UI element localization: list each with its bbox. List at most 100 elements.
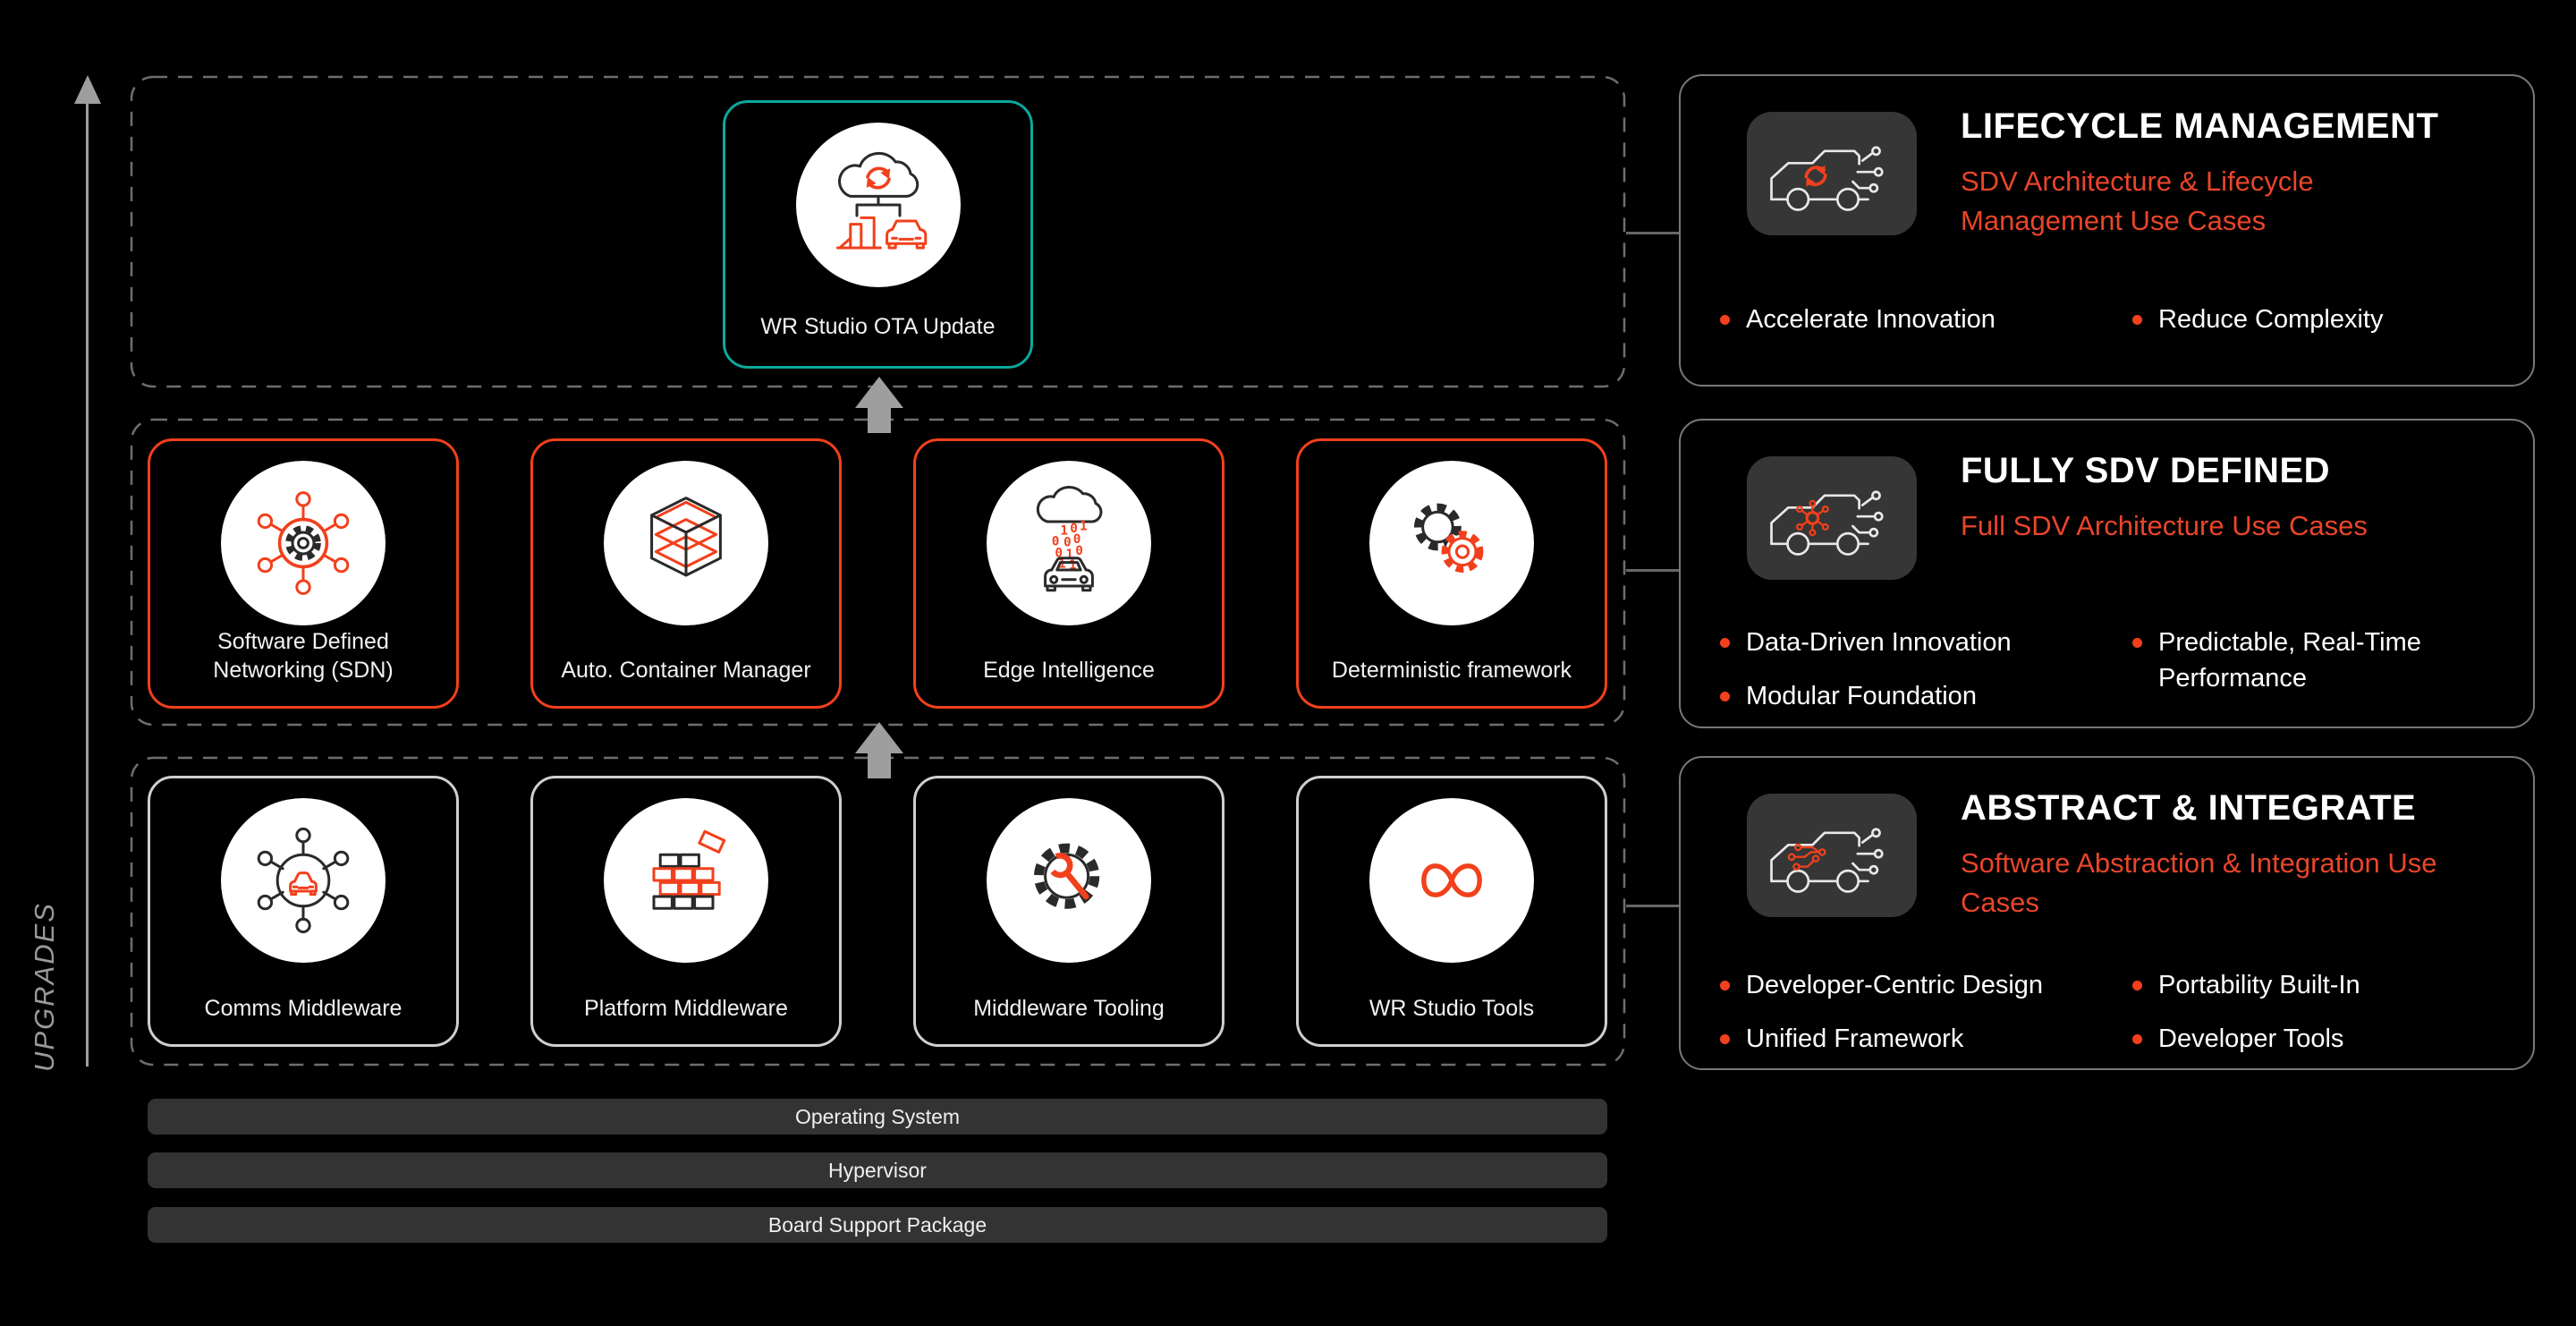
card-label: Comms Middleware (204, 996, 402, 1021)
connector-middle-panel (1626, 569, 1679, 572)
bullet-text: Data-Driven Innovation (1746, 628, 2012, 657)
car-sdv-network-icon (1770, 490, 1884, 556)
icon-circle (604, 461, 768, 625)
bullet-text: Developer Tools (2158, 1024, 2344, 1053)
icon-circle (221, 461, 386, 625)
bullet-column-2: Portability Built-In Developer Tools (2132, 967, 2490, 1075)
car-network-icon (257, 827, 350, 934)
panel-abstract-integrate: ABSTRACT & INTEGRATE Software Abstractio… (1679, 756, 2535, 1070)
card-wr-studio-tools: WR Studio Tools (1296, 776, 1607, 1047)
card-label: Middleware Tooling (973, 996, 1165, 1021)
panel-subtitle: SDV Architecture & Lifecycle Management … (1961, 166, 2314, 236)
panel-title: ABSTRACT & INTEGRATE (1961, 788, 2417, 828)
bullet-text: Developer-Centric Design (1746, 971, 2044, 999)
bullet-dot (1720, 692, 1730, 701)
network-hub-gear-icon (257, 491, 350, 595)
svg-text:1: 1 (1065, 548, 1073, 562)
icon-circle (795, 123, 961, 287)
bullet-dot (2132, 1034, 2142, 1044)
icon-circle (604, 798, 768, 963)
card-label: Edge Intelligence (983, 658, 1155, 683)
card-label: Auto. Container Manager (561, 658, 811, 683)
bullet-item: Portability Built-In (2132, 967, 2490, 1003)
card-label: WR Studio OTA Update (760, 314, 996, 339)
svg-text:0: 0 (1052, 534, 1060, 548)
svg-text:0: 0 (1075, 544, 1083, 558)
bullet-column-2: Predictable, Real-Time Performance (2132, 625, 2490, 714)
bullet-column-2: Reduce Complexity (2132, 302, 2490, 355)
bullet-dot (2132, 315, 2142, 325)
icon-circle (221, 798, 386, 963)
bullet-dot (1720, 981, 1730, 990)
bullet-column-1: Accelerate Innovation (1720, 302, 2118, 355)
bullet-text: Accelerate Innovation (1746, 305, 1996, 334)
bullet-item: Unified Framework (1720, 1021, 2118, 1057)
bullet-text: Predictable, Real-Time Performance (2158, 628, 2421, 693)
bullet-item: Modular Foundation (1720, 678, 2118, 714)
icon-circle (987, 798, 1151, 963)
card-label: Software Defined Networking (SDN) (213, 629, 394, 683)
connector-bottom-panel (1626, 905, 1679, 907)
card-deterministic-framework: Deterministic framework (1296, 438, 1607, 709)
bullet-text: Unified Framework (1746, 1024, 1964, 1053)
cloud-ota-sync-icon (835, 151, 927, 250)
card-auto-container-manager: Auto. Container Manager (530, 438, 842, 709)
panel-fully-sdv-defined: FULLY SDV DEFINED Full SDV Architecture … (1679, 419, 2535, 728)
upgrades-arrow-shaft (86, 100, 89, 1067)
icon-circle (1369, 798, 1534, 963)
panel-subtitle: Full SDV Architecture Use Cases (1961, 510, 2368, 541)
icon-tile (1747, 112, 1917, 235)
container-cube-icon (650, 497, 722, 577)
icon-tile (1747, 794, 1917, 917)
bullet-column-1: Data-Driven Innovation Modular Foundatio… (1720, 625, 2118, 732)
svg-text:0: 0 (1070, 522, 1078, 536)
upgrades-arrowhead (74, 75, 101, 104)
dual-gears-icon (1414, 503, 1484, 573)
svg-text:1: 1 (1060, 523, 1068, 538)
bullet-dot (1720, 638, 1730, 648)
card-sdn: Software Defined Networking (SDN) (148, 438, 459, 709)
bullet-dot (2132, 638, 2142, 648)
upgrade-arrow-middle-to-top (855, 377, 903, 433)
infinity-icon (1421, 863, 1482, 897)
icon-tile (1747, 456, 1917, 580)
bullet-dot (1720, 315, 1730, 325)
car-lifecycle-icon (1770, 146, 1884, 211)
bullet-column-1: Developer-Centric Design Unified Framewo… (1720, 967, 2118, 1075)
card-platform-middleware: Platform Middleware (530, 776, 842, 1047)
bullet-item: Accelerate Innovation (1720, 302, 2118, 337)
svg-text:0: 0 (1073, 532, 1081, 547)
upgrade-arrow-bottom-to-middle (855, 722, 903, 778)
bar-hypervisor: Hypervisor (148, 1152, 1607, 1188)
bullet-dot (2132, 981, 2142, 990)
svg-text:0: 0 (1055, 547, 1063, 561)
svg-text:1: 1 (1080, 520, 1088, 534)
bar-operating-system: Operating System (148, 1099, 1607, 1135)
gear-wrench-icon (1034, 843, 1100, 909)
bullet-dot (1720, 1034, 1730, 1044)
panel-title: LIFECYCLE MANAGEMENT (1961, 106, 2439, 146)
car-circuit-icon (1770, 828, 1884, 893)
bullet-item: Reduce Complexity (2132, 302, 2490, 337)
panel-title: FULLY SDV DEFINED (1961, 451, 2331, 490)
card-label: Deterministic framework (1331, 658, 1572, 683)
upgrades-label: UPGRADES (29, 902, 60, 1072)
bullet-text: Modular Foundation (1746, 682, 1977, 710)
bullet-text: Reduce Complexity (2158, 305, 2384, 334)
bullet-item: Data-Driven Innovation (1720, 625, 2118, 660)
bullet-item: Developer Tools (2132, 1021, 2490, 1057)
card-comms-middleware: Comms Middleware (148, 776, 459, 1047)
bullet-text: Portability Built-In (2158, 971, 2360, 999)
icon-circle (1369, 461, 1534, 625)
svg-text:1: 1 (1058, 557, 1066, 572)
card-middleware-tooling: Middleware Tooling (913, 776, 1224, 1047)
card-label: WR Studio Tools (1368, 996, 1535, 1021)
svg-text:1: 1 (1069, 558, 1077, 573)
panel-lifecycle-management: LIFECYCLE MANAGEMENT SDV Architecture & … (1679, 74, 2535, 387)
connector-top-panel (1626, 232, 1679, 234)
svg-text:0: 0 (1063, 536, 1072, 550)
bar-board-support-package: Board Support Package (148, 1207, 1607, 1243)
